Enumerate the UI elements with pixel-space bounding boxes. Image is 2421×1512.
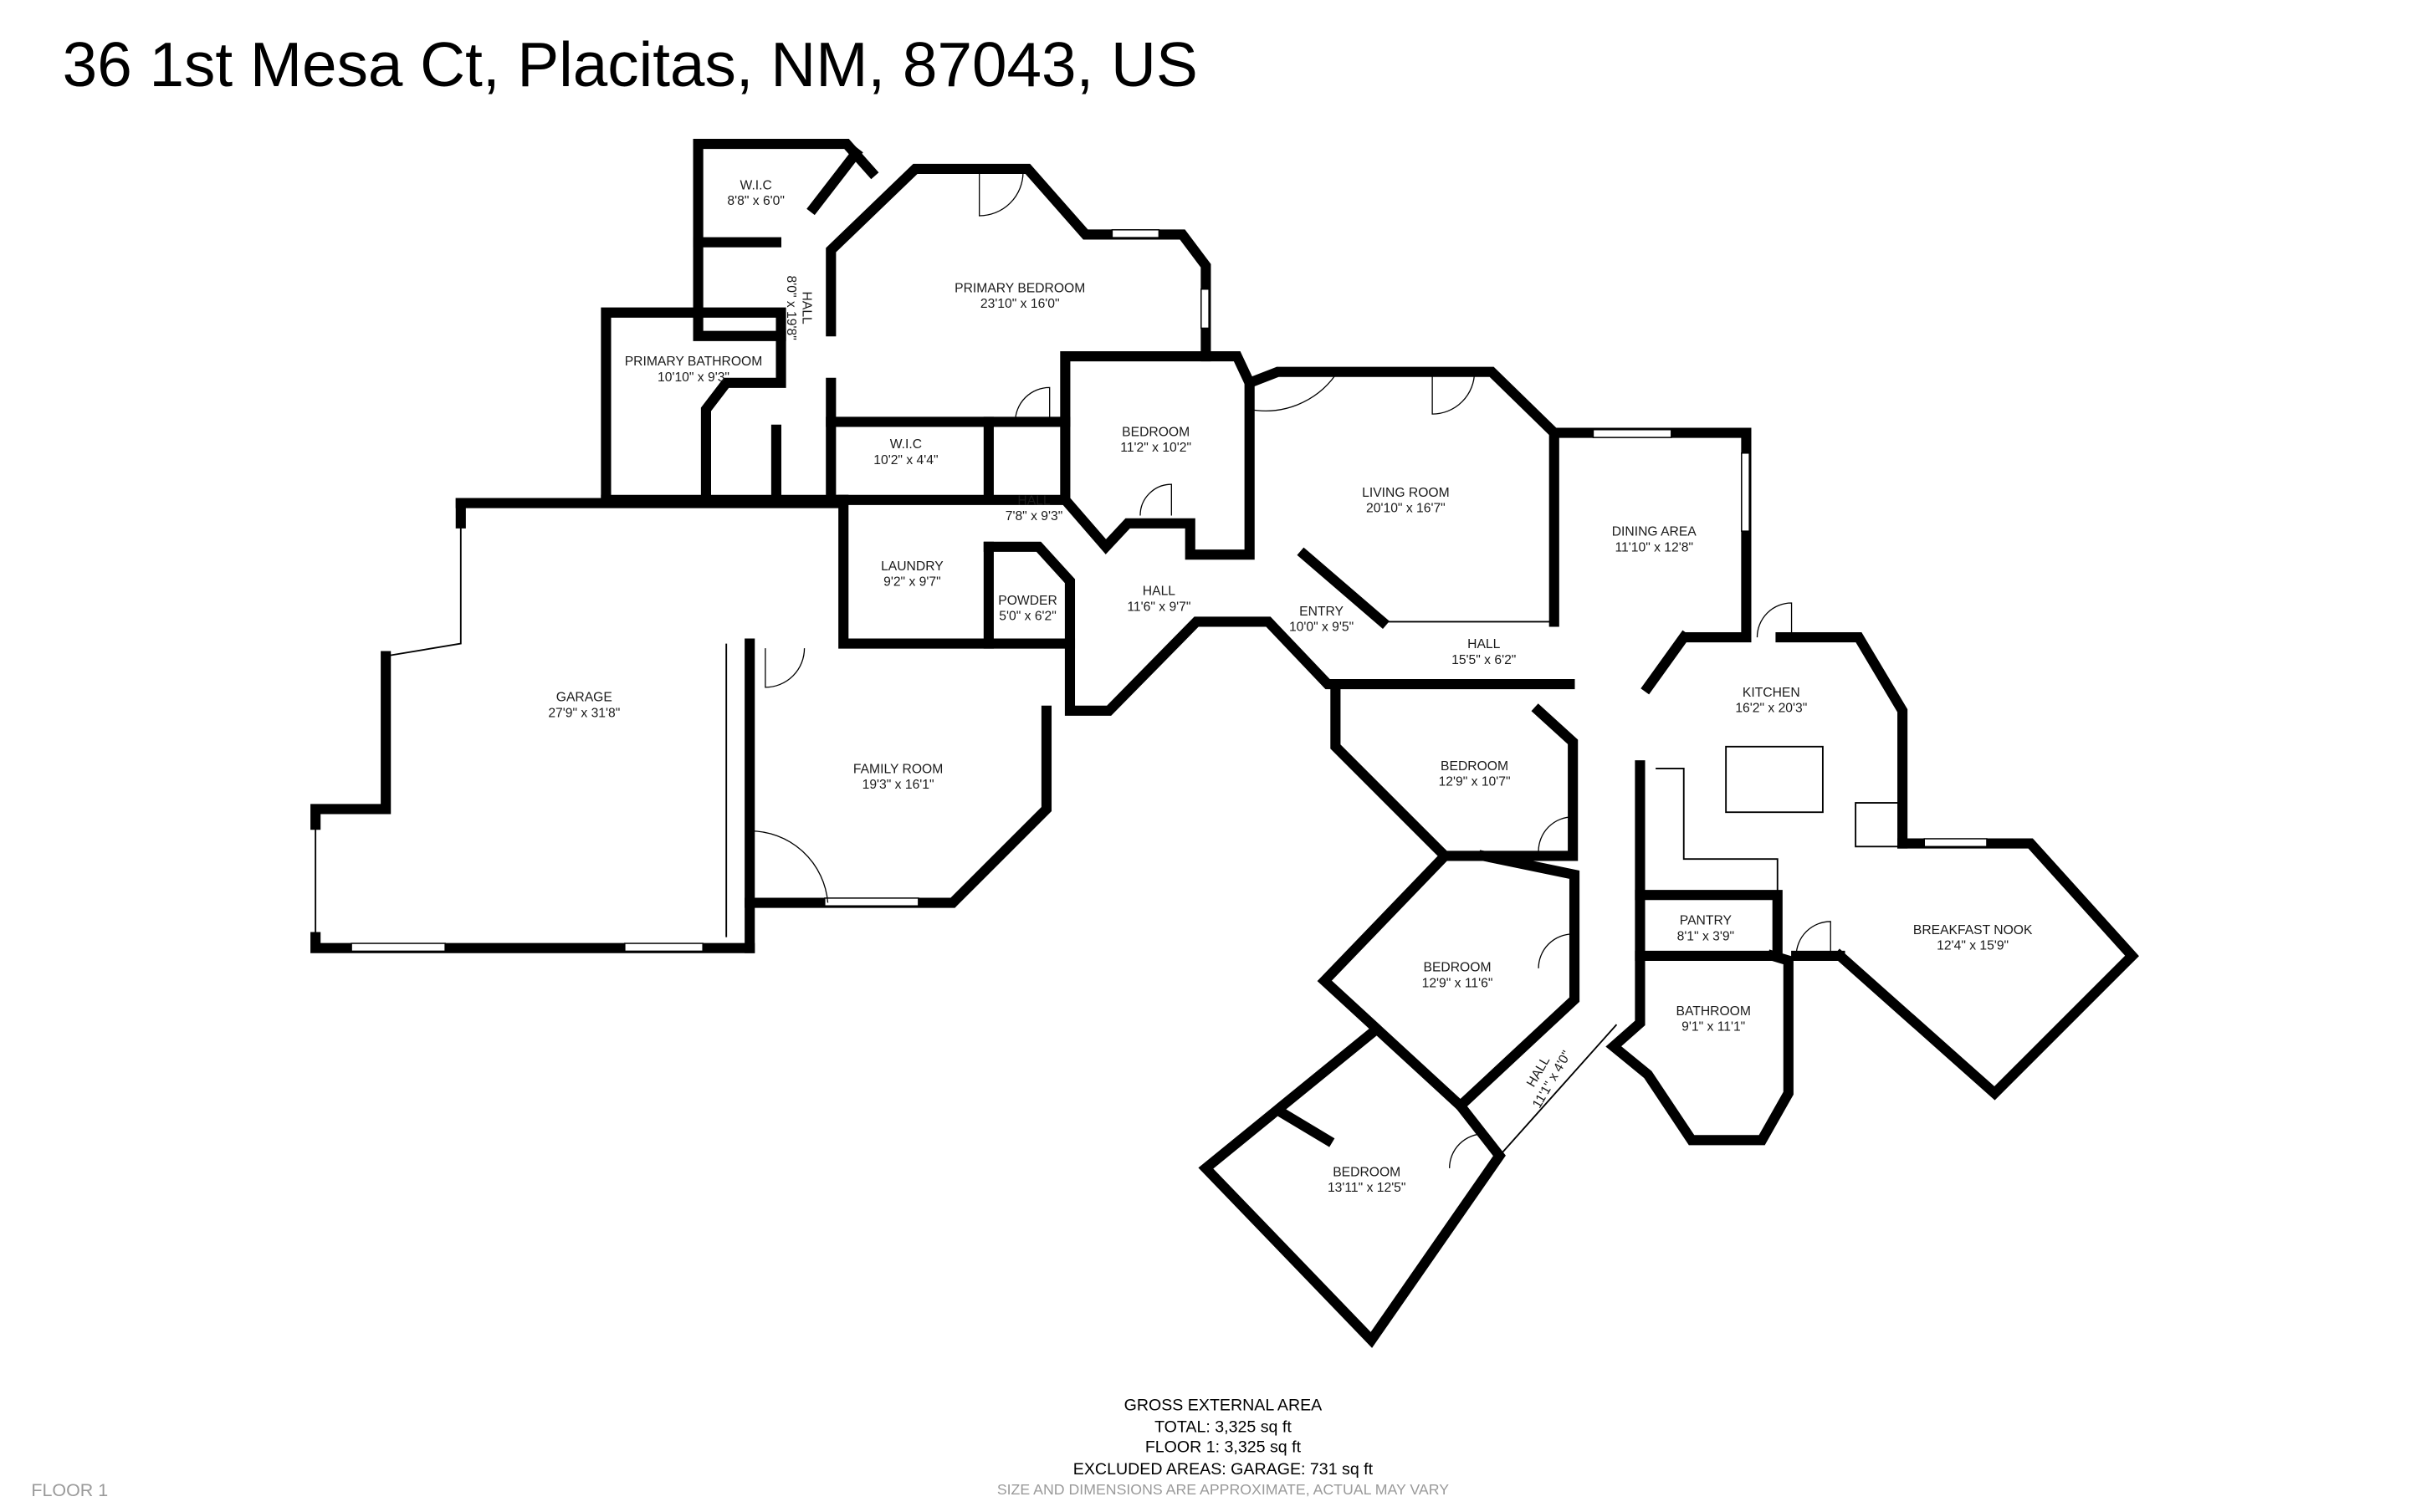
room-dimensions: 8'0" x 19'8" xyxy=(784,276,798,340)
room-name: BEDROOM xyxy=(1333,1165,1400,1179)
room-name: PRIMARY BEDROOM xyxy=(955,281,1085,295)
room-dimensions: 11'6" x 9'7" xyxy=(1127,600,1190,614)
room-name: BATHROOM xyxy=(1676,1004,1751,1019)
room-dimensions: 11'2" x 10'2" xyxy=(1120,441,1191,455)
room-label: POWDER 5'0" x 6'2" xyxy=(998,594,1057,624)
area-summary: GROSS EXTERNAL AREA TOTAL: 3,325 sq ft F… xyxy=(997,1396,1449,1498)
floor-label: FLOOR 1 xyxy=(31,1480,108,1500)
area-excluded: EXCLUDED AREAS: GARAGE: 731 sq ft xyxy=(1073,1460,1374,1479)
room-name: W.I.C xyxy=(740,178,772,192)
room-dimensions: 15'5" x 6'2" xyxy=(1451,653,1516,667)
room-dimensions: 13'11" x 12'5" xyxy=(1328,1181,1406,1195)
room-dimensions: 12'9" x 11'6" xyxy=(1422,976,1493,990)
room-name: W.I.C xyxy=(890,437,922,452)
disclaimer: SIZE AND DIMENSIONS ARE APPROXIMATE, ACT… xyxy=(997,1481,1449,1498)
room-name: BEDROOM xyxy=(1424,961,1492,975)
room-name: DINING AREA xyxy=(1612,525,1697,539)
room-name: ENTRY xyxy=(1299,605,1344,619)
room-label: PRIMARY BEDROOM 23'10" x 16'0" xyxy=(955,281,1085,311)
room-dimensions: 12'9" x 10'7" xyxy=(1439,774,1511,789)
property-address-title: 36 1st Mesa Ct, Placitas, NM, 87043, US xyxy=(63,29,1198,100)
area-heading: GROSS EXTERNAL AREA xyxy=(1124,1396,1323,1414)
room-dimensions: 11'10" x 12'8" xyxy=(1615,540,1693,554)
room-dimensions: 10'2" x 4'4" xyxy=(873,453,938,467)
room-label: W.I.C10'2" x 4'4" xyxy=(873,437,938,467)
room-name: GARAGE xyxy=(556,691,612,705)
room-dimensions: 7'8" x 9'3" xyxy=(1006,509,1063,524)
room-name: FAMILY ROOM xyxy=(853,763,943,777)
room-label: KITCHEN 16'2" x 20'3" xyxy=(1735,686,1807,716)
room-name: HALL xyxy=(1143,585,1175,599)
room-dimensions: 9'1" x 11'1" xyxy=(1681,1020,1745,1034)
room-name: HALL xyxy=(1017,493,1050,508)
room-label: LIVING ROOM 20'10" x 16'7" xyxy=(1362,486,1450,516)
room-name: POWDER xyxy=(998,594,1057,608)
room-dimensions: 9'2" x 9'7" xyxy=(883,575,941,589)
room-label: HALL 15'5" x 6'2" xyxy=(1451,637,1516,667)
room-label: BEDROOM 11'2" x 10'2" xyxy=(1120,425,1191,455)
room-name: BEDROOM xyxy=(1122,425,1190,439)
room-dimensions: 5'0" x 6'2" xyxy=(999,610,1057,624)
room-name: BEDROOM xyxy=(1441,759,1508,774)
room-dimensions: 23'10" x 16'0" xyxy=(980,297,1060,311)
room-name: PANTRY xyxy=(1680,914,1733,928)
windows xyxy=(351,229,1988,953)
room-dimensions: 19'3" x 16'1" xyxy=(862,778,934,792)
room-name: LAUNDRY xyxy=(881,559,944,574)
room-name: BREAKFAST NOOK xyxy=(1913,923,2033,937)
area-total: TOTAL: 3,325 sq ft xyxy=(1154,1418,1292,1436)
room-name: PRIMARY BATHROOM xyxy=(625,355,763,369)
room-name: HALL xyxy=(1467,637,1500,651)
room-dimensions: 10'10" x 9'3" xyxy=(658,370,729,385)
room-dimensions: 8'8" x 6'0" xyxy=(727,194,785,208)
doors xyxy=(750,171,1831,1168)
walls xyxy=(310,139,2139,1348)
room-dimensions: 12'4" x 15'9" xyxy=(1937,939,2009,953)
area-floor1: FLOOR 1: 3,325 sq ft xyxy=(1145,1438,1302,1457)
room-label: BREAKFAST NOOK 12'4" x 15'9" xyxy=(1913,923,2033,953)
room-label: BEDROOM 13'11" x 12'5" xyxy=(1328,1165,1406,1195)
room-dimensions: 20'10" x 16'7" xyxy=(1366,502,1446,516)
room-dimensions: 10'0" x 9'5" xyxy=(1289,621,1354,635)
room-label: W.I.C 8'8" x 6'0" xyxy=(727,178,785,208)
room-label: ENTRY 10'0" x 9'5" xyxy=(1289,605,1354,635)
room-name: LIVING ROOM xyxy=(1362,486,1450,500)
room-dimensions: 27'9" x 31'8" xyxy=(548,706,620,720)
room-name: HALL xyxy=(800,292,814,324)
room-name: KITCHEN xyxy=(1743,686,1800,700)
room-dimensions: 8'1" x 3'9" xyxy=(1677,929,1735,943)
room-dimensions: 16'2" x 20'3" xyxy=(1735,702,1807,716)
